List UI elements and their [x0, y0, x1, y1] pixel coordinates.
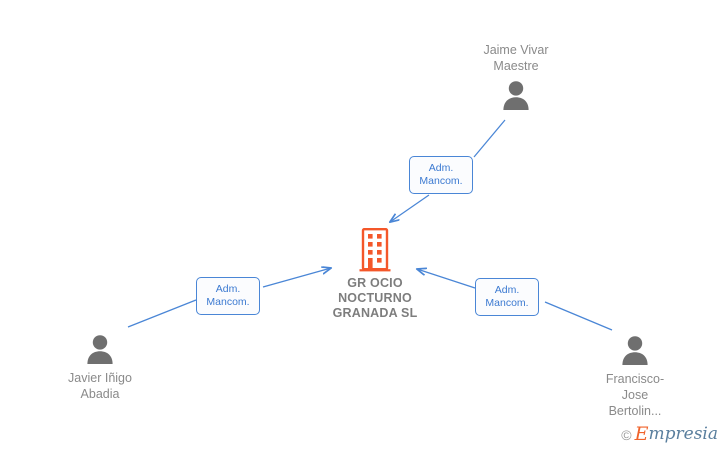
relation-label-jaime[interactable]: Adm. Mancom.	[409, 156, 473, 194]
person-icon	[503, 81, 529, 110]
person-icon	[87, 335, 113, 364]
person-node-francisco-jose-bertolin[interactable]: Francisco- Jose Bertolin...	[570, 334, 700, 419]
person-name-label: Javier Iñigo Abadia	[68, 371, 132, 401]
copyright-icon: ©	[621, 426, 632, 443]
edge-javier-to-label	[127, 299, 197, 328]
watermark-empresia: © E mpresia	[621, 425, 718, 444]
building-icon	[359, 228, 391, 272]
company-node[interactable]: GR OCIO NOCTURNO GRANADA SL	[305, 228, 445, 321]
person-icon	[622, 336, 648, 365]
person-name-label: Francisco- Jose Bertolin...	[605, 372, 665, 418]
company-name-label: GR OCIO NOCTURNO GRANADA SL	[332, 276, 418, 320]
relation-label-javier[interactable]: Adm. Mancom.	[196, 277, 260, 315]
person-name-label: Jaime Vivar Maestre	[483, 43, 549, 73]
brand-initial: E	[634, 423, 649, 445]
person-node-jaime-vivar-maestre[interactable]: Jaime Vivar Maestre	[451, 42, 581, 111]
brand-name: mpresia	[648, 424, 719, 444]
edge-jaime-to-label	[473, 119, 506, 158]
relation-label-francisco[interactable]: Adm. Mancom.	[475, 278, 539, 316]
edge-francisco-to-label	[544, 301, 613, 331]
person-node-javier-inigo-abadia[interactable]: Javier Iñigo Abadia	[35, 333, 165, 402]
edge-label-to-company-top	[390, 194, 430, 222]
